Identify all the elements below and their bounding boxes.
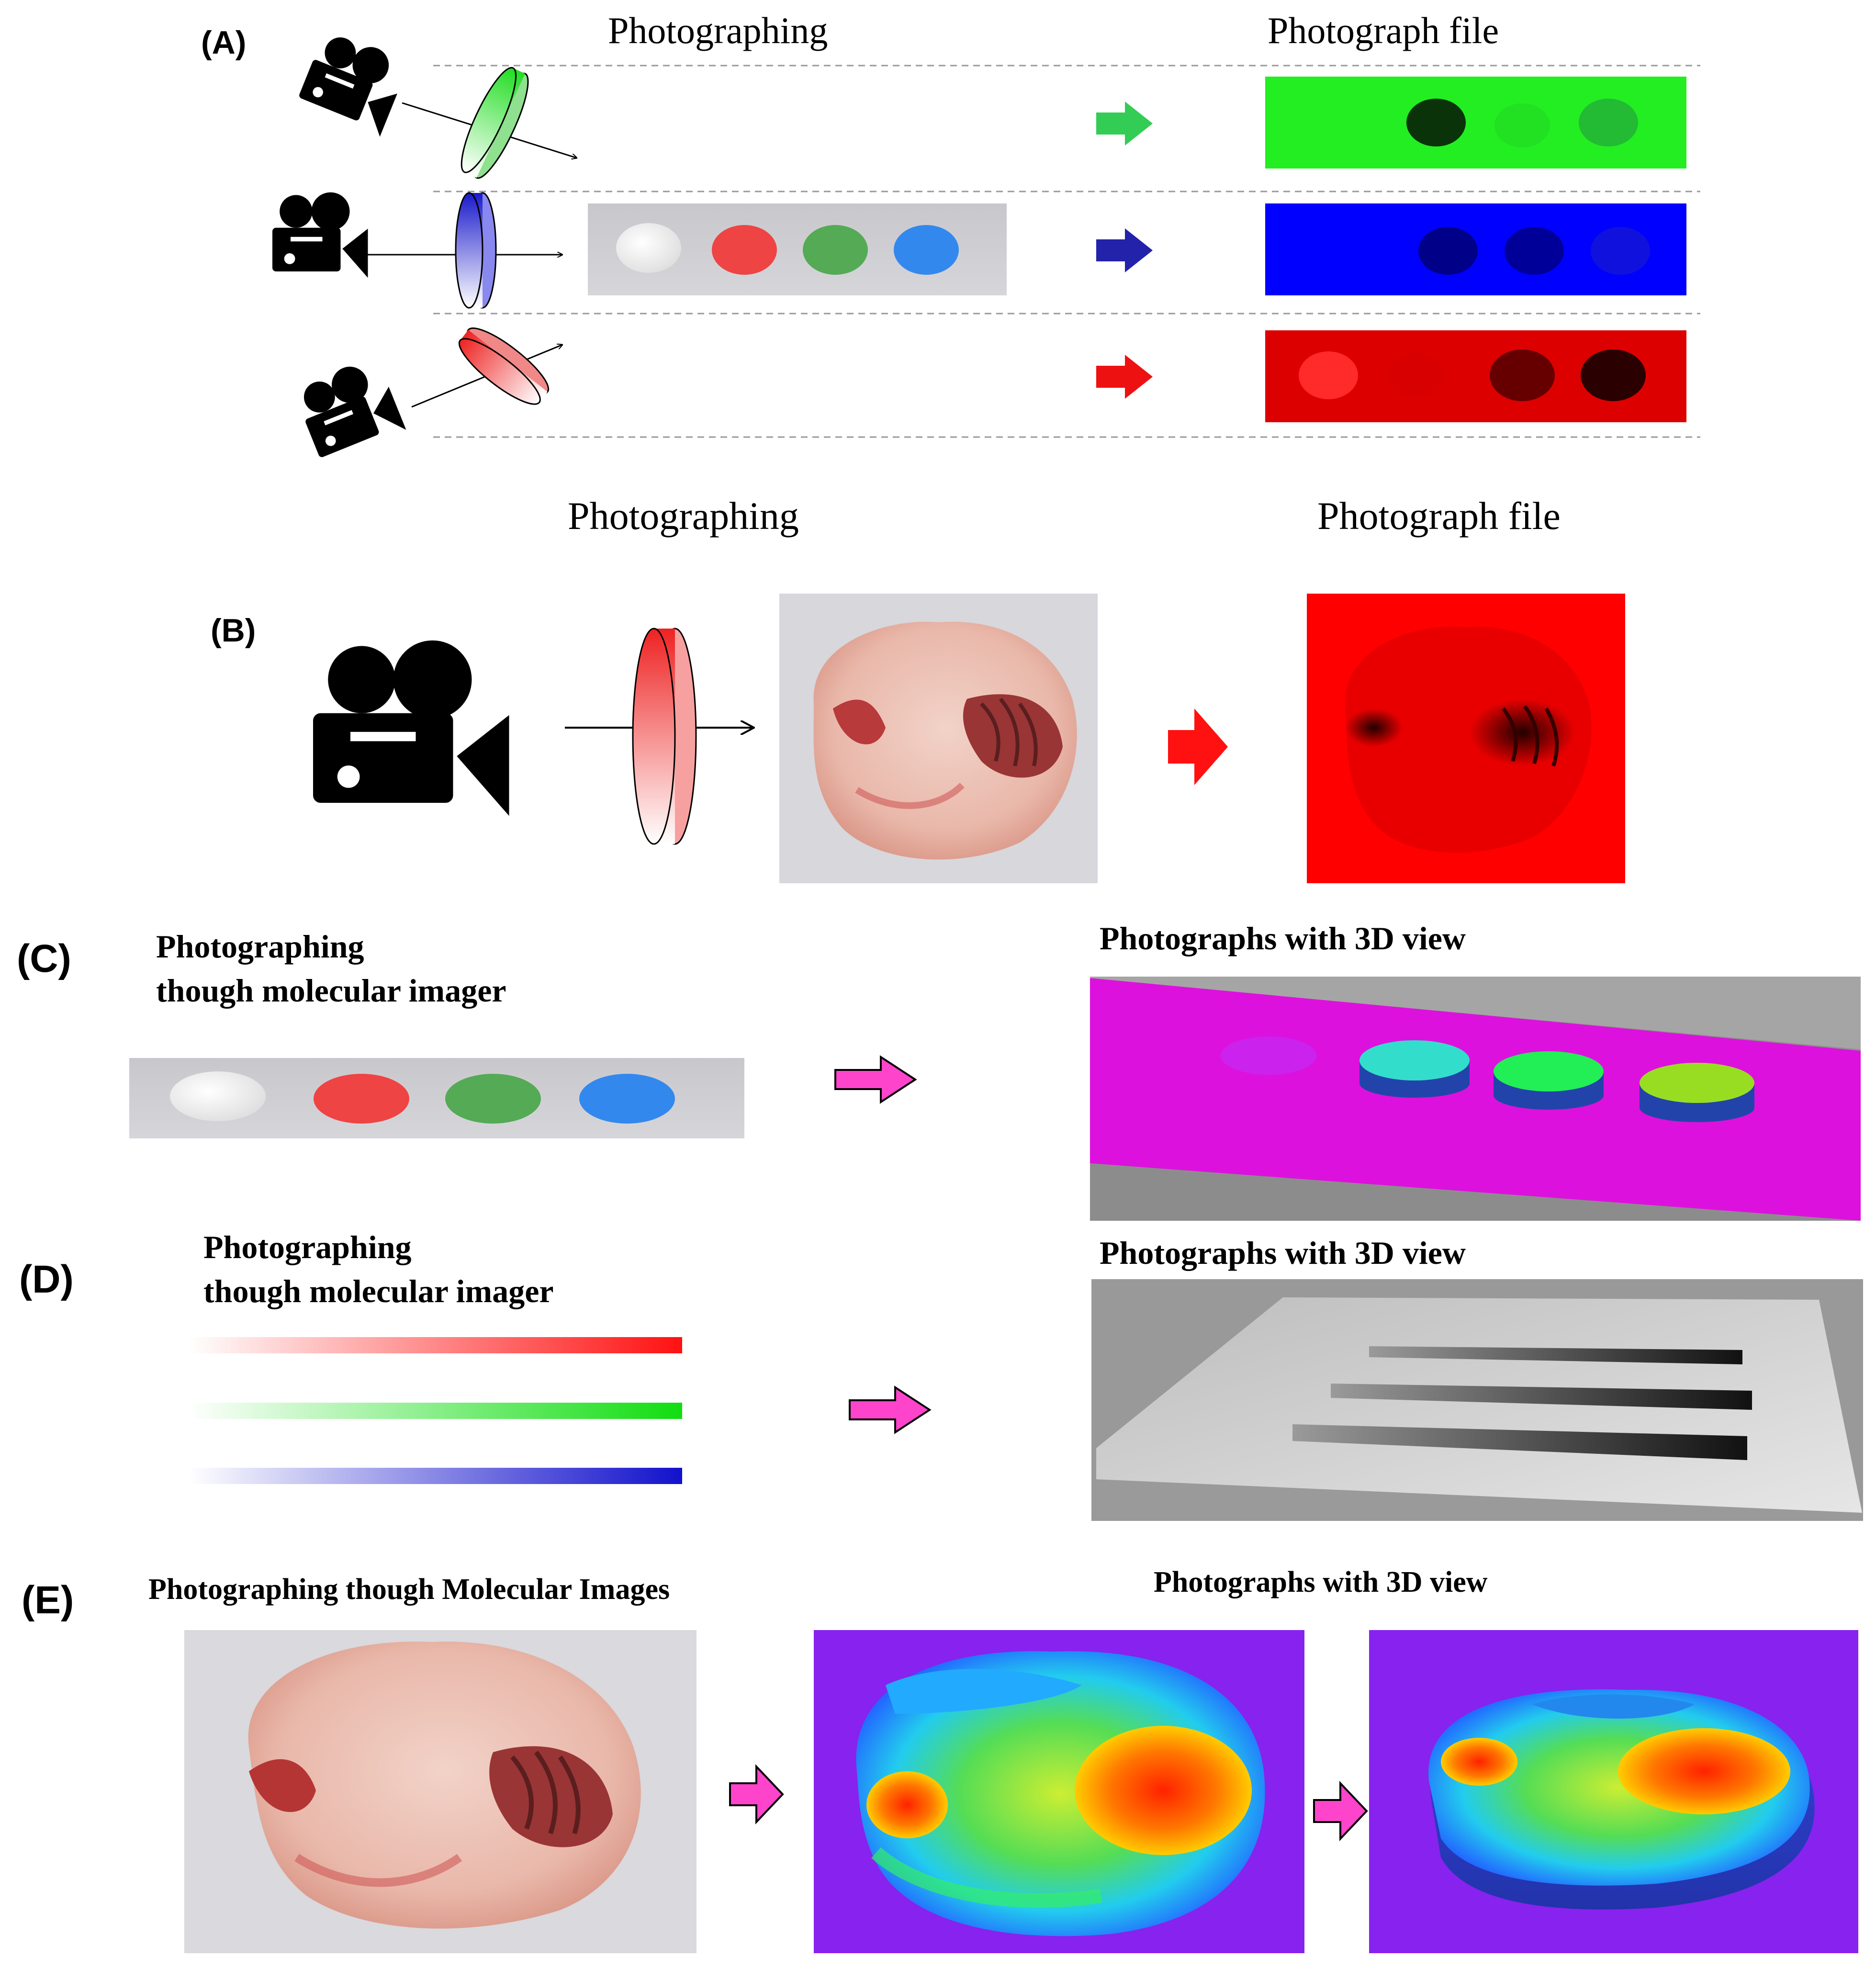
red-filter-lens <box>632 628 697 845</box>
sample-strip <box>129 1058 744 1138</box>
camera-icon <box>296 27 410 137</box>
panel-e-left-heading: Photographing though Molecular Images <box>148 1573 670 1606</box>
tissue-sample-photo <box>779 594 1098 883</box>
3d-view-color-spots <box>1090 977 1861 1221</box>
panel-d-letter: (D) <box>19 1258 74 1301</box>
color-arrow-green <box>1096 101 1153 146</box>
panel-d-heading-line2: though molecular imager <box>203 1273 554 1309</box>
camera-icon <box>313 640 509 816</box>
sample-strip <box>588 203 1007 295</box>
pink-arrow <box>1313 1780 1368 1842</box>
panel-b-right-heading: Photograph file <box>1317 494 1561 538</box>
pink-arrow <box>834 1055 917 1104</box>
heatmap-2d <box>814 1630 1304 1953</box>
panel-e-letter: (E) <box>22 1578 74 1622</box>
panel-a: (A) Photographing Photograph file <box>201 10 1700 464</box>
red-gradient-strip <box>189 1337 682 1353</box>
color-arrow-red <box>1096 355 1153 399</box>
panel-c-heading-line2: though molecular imager <box>156 972 506 1009</box>
panel-e: (E) Photographing though Molecular Image… <box>22 1566 1858 1953</box>
heatmap-3d <box>1369 1630 1858 1953</box>
panel-a-letter: (A) <box>201 24 246 61</box>
red-filter-lens <box>458 327 550 405</box>
photograph-file-green <box>1265 77 1686 169</box>
blue-gradient-strip <box>189 1468 682 1484</box>
panel-c: (C) Photographing though molecular image… <box>17 920 1861 1221</box>
panel-b-left-heading: Photographing <box>568 494 799 538</box>
panel-d-right-heading: Photographs with 3D view <box>1100 1235 1466 1271</box>
panel-c-right-heading: Photographs with 3D view <box>1100 920 1466 956</box>
photograph-file-red <box>1265 330 1686 422</box>
panel-e-right-heading: Photographs with 3D view <box>1154 1566 1488 1598</box>
blue-filter-lens <box>455 192 497 309</box>
panel-b: Photographing Photograph file (B) <box>211 494 1625 883</box>
pink-arrow <box>729 1764 784 1825</box>
panel-b-letter: (B) <box>211 612 256 649</box>
color-arrow-red <box>1168 709 1228 785</box>
photograph-file-blue <box>1265 203 1686 295</box>
3d-view-grooves <box>1091 1279 1863 1521</box>
panel-c-heading-line1: Photographing <box>156 928 364 965</box>
panel-d-heading-line1: Photographing <box>203 1229 412 1265</box>
camera-icon <box>272 192 368 278</box>
color-arrow-blue <box>1096 228 1153 272</box>
panel-a-left-heading: Photographing <box>608 10 828 51</box>
green-filter-lens <box>461 67 529 179</box>
panel-a-right-heading: Photograph file <box>1268 10 1499 51</box>
green-gradient-strip <box>189 1403 682 1419</box>
panel-d: (D) Photographing though molecular image… <box>19 1229 1863 1521</box>
pink-arrow <box>849 1385 932 1434</box>
red-filtered-tissue-photo <box>1307 594 1625 883</box>
panel-c-letter: (C) <box>17 937 71 980</box>
camera-icon <box>292 355 406 464</box>
tissue-sample-photo <box>184 1630 696 1953</box>
